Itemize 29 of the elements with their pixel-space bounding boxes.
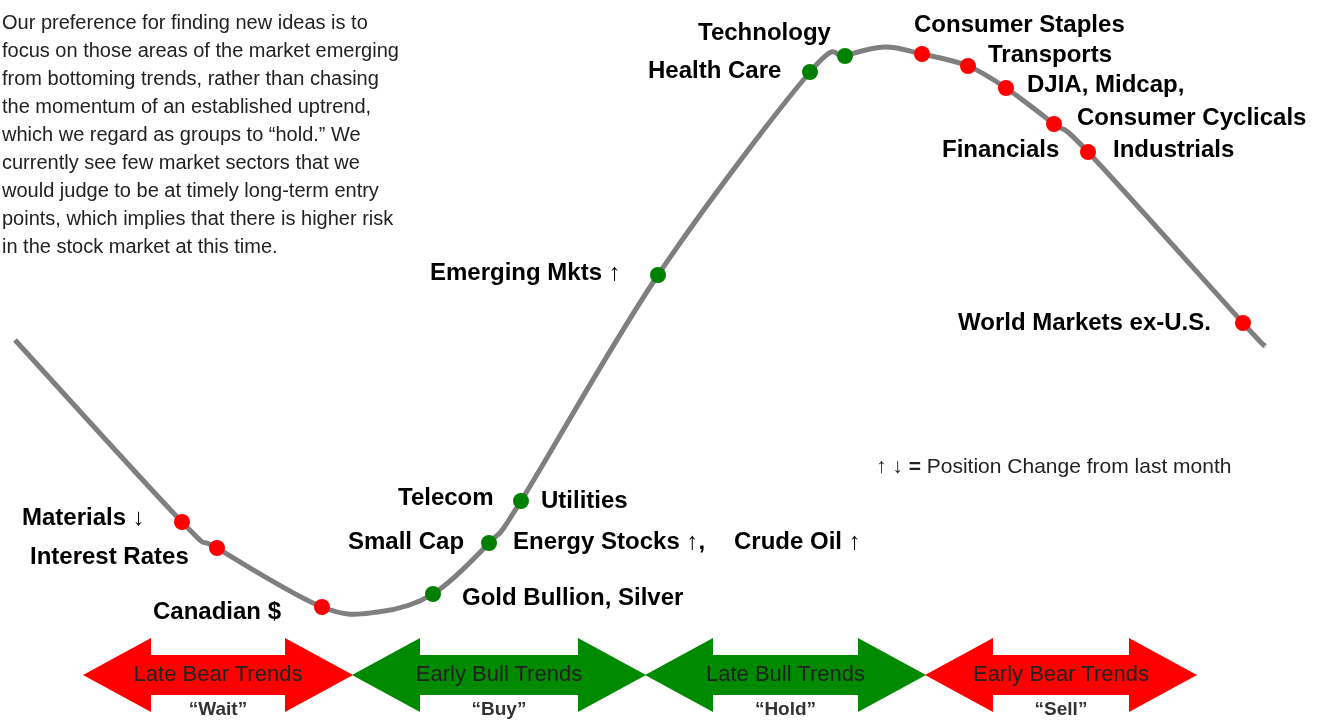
- sector-label: Consumer Cyclicals: [1077, 103, 1307, 131]
- sector-label: Health Care: [648, 56, 782, 84]
- sector-label: Energy Stocks ↑,: [513, 527, 706, 555]
- action-caption: “Buy”: [471, 698, 527, 720]
- sector-label: Canadian $: [153, 597, 282, 625]
- trend-label: Early Bull Trends: [415, 662, 583, 686]
- sector-label: Technology: [698, 18, 831, 46]
- note-paragraph: Our preference for finding new ideas is to focus on those areas of the market emerging from bottoming trends, rather than chasing the momentum of an established uptrend, which we regard as groups to “hold.” We currently see few market sectors that we would judge to be at timely long-term entry points, which implies that there is higher risk in the stock market at this time.: [2, 10, 400, 259]
- sector-label: Consumer Staples: [914, 10, 1125, 38]
- trend-label: Late Bear Trends: [133, 662, 303, 686]
- sector-label: Small Cap: [348, 527, 465, 555]
- sector-label: DJIA, Midcap,: [1027, 70, 1185, 98]
- sector-label: Emerging Mkts ↑: [430, 258, 621, 286]
- sector-label: Gold Bullion, Silver: [462, 583, 684, 611]
- trend-label: Late Bull Trends: [706, 662, 865, 686]
- trend-label: Early Bear Trends: [972, 662, 1150, 686]
- action-caption: “Sell”: [1034, 698, 1088, 720]
- sector-label: Telecom: [398, 483, 494, 511]
- sector-label: Materials ↓: [22, 503, 145, 531]
- legend-note: ↑ ↓ = Position Change from last month: [876, 453, 1232, 479]
- sector-label: Transports: [988, 40, 1113, 68]
- sector-label: Industrials: [1113, 135, 1235, 163]
- sector-label: Interest Rates: [30, 542, 189, 570]
- sector-label: World Markets ex-U.S.: [958, 308, 1211, 336]
- sector-label: Crude Oil ↑: [734, 527, 861, 555]
- sector-label: Financials: [942, 135, 1060, 163]
- action-caption: “Wait”: [188, 698, 248, 720]
- action-caption: “Hold”: [754, 698, 817, 720]
- sector-label: Utilities: [541, 486, 628, 514]
